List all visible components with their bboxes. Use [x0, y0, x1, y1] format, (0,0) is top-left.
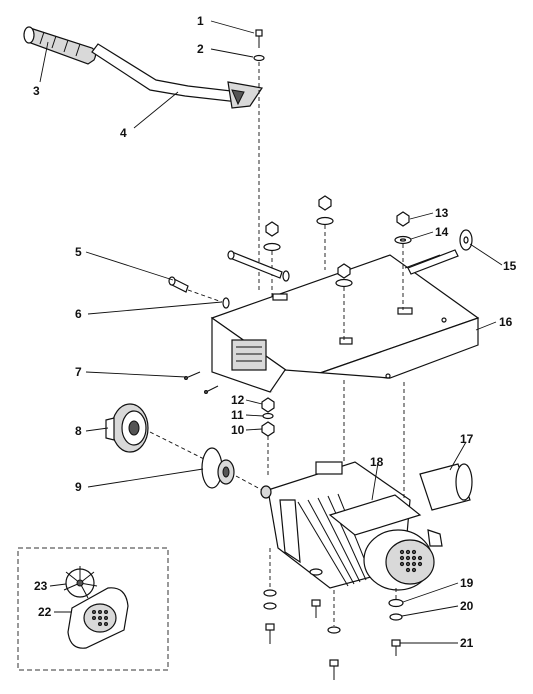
callout-9: 9 — [75, 480, 82, 494]
washer-14 — [394, 235, 412, 245]
callout-17: 17 — [460, 432, 474, 446]
callout-16: 16 — [499, 315, 513, 329]
nut-top-center — [316, 195, 334, 226]
shaft-pin — [407, 249, 459, 275]
washer-19 — [388, 598, 404, 608]
callout-18: 18 — [370, 455, 384, 469]
motor-vent-grid — [399, 549, 423, 573]
nut-12 — [261, 397, 275, 413]
fan-cover — [67, 587, 129, 649]
washer-20 — [389, 613, 403, 621]
base-plate — [210, 254, 480, 393]
callout-15: 15 — [503, 259, 517, 273]
callout-8: 8 — [75, 424, 82, 438]
callout-5: 5 — [75, 245, 82, 259]
pulley-8 — [105, 403, 149, 453]
washer-11 — [262, 412, 274, 420]
washer-15 — [459, 229, 473, 251]
leader-lines — [39, 20, 503, 644]
screws-7 — [184, 371, 219, 394]
callout-7: 7 — [75, 365, 82, 379]
callout-2: 2 — [197, 42, 204, 56]
fan — [63, 566, 98, 599]
washer-2 — [253, 54, 265, 62]
callout-19: 19 — [460, 576, 474, 590]
nut-10 — [261, 421, 275, 437]
handle-bar — [91, 43, 264, 109]
bolt-side — [227, 250, 290, 282]
callout-11: 11 — [231, 408, 244, 422]
bottom-fastener-mid — [309, 568, 323, 618]
flange-9 — [201, 447, 235, 489]
callout-1: 1 — [197, 14, 204, 28]
callout-22: 22 — [38, 605, 52, 619]
callout-20: 20 — [460, 599, 474, 613]
callout-4: 4 — [120, 126, 127, 140]
assembly-axis-8 — [149, 431, 211, 463]
nut-top-mid — [335, 263, 353, 288]
bottom-fastener-center — [327, 626, 341, 680]
capacitor — [419, 463, 473, 511]
callout-6: 6 — [75, 307, 82, 321]
bolt-1 — [255, 29, 263, 48]
callout-3: 3 — [33, 84, 40, 98]
bottom-fastener-left — [263, 589, 277, 644]
callout-12: 12 — [231, 393, 245, 407]
callout-10: 10 — [231, 423, 245, 437]
callout-14: 14 — [435, 225, 449, 239]
callout-23: 23 — [34, 579, 48, 593]
washer-6 — [222, 297, 230, 309]
nut-top-left — [263, 221, 281, 252]
handle-grip — [23, 26, 97, 65]
bolt-21 — [391, 639, 401, 656]
callout-13: 13 — [435, 206, 449, 220]
nut-13 — [396, 211, 410, 227]
motor — [260, 461, 443, 591]
callout-21: 21 — [460, 636, 474, 650]
inset-frame — [17, 547, 169, 671]
callout-labels: 1 2 3 4 5 6 7 8 9 10 11 12 13 14 15 16 1… — [33, 14, 517, 650]
assembly-axis-9 — [235, 475, 263, 491]
assembly-axis-5 — [187, 289, 223, 303]
